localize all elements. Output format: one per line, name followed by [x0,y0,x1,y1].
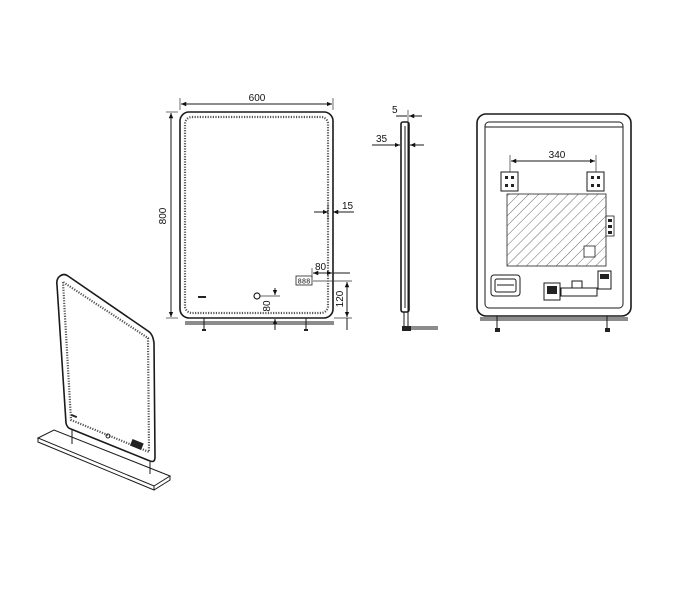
dim-depth-glass: 5 [392,105,398,116]
perspective-led-strip [61,279,151,454]
mirror-outline [179,111,334,319]
perspective-view [36,273,172,491]
perspective-sensor-icon [105,433,111,439]
driver-module [543,280,598,301]
side-profile [400,121,410,313]
perspective-mirror [56,273,156,463]
mounting-bracket-right [586,171,605,192]
digital-display [295,275,313,286]
dim-height: 800 [158,207,169,224]
dim-display-offset: 80 [315,262,327,273]
sensor-icon [253,292,261,300]
dim-bottom-offset: 120 [335,290,346,307]
back-inner-frame [484,121,624,309]
power-module [490,274,521,297]
back-stand [480,316,628,332]
mounting-bracket-left [500,171,519,192]
clock-module [597,270,612,290]
dim-depth-total: 35 [376,134,388,145]
dim-bracket-spacing: 340 [549,150,566,161]
dim-sensor-offset: 80 [262,300,273,312]
side-view: 5 35 [372,105,438,331]
back-view: 340 [476,113,632,332]
display-readout: 888 [298,278,311,286]
front-stand [185,318,334,331]
back-outer-frame [476,113,632,317]
touch-switch [198,296,206,298]
dim-width: 600 [249,93,266,104]
dim-led-inset: 15 [342,201,354,212]
front-view: 888 600 800 15 80 [158,93,354,331]
perspective-base [36,429,172,487]
